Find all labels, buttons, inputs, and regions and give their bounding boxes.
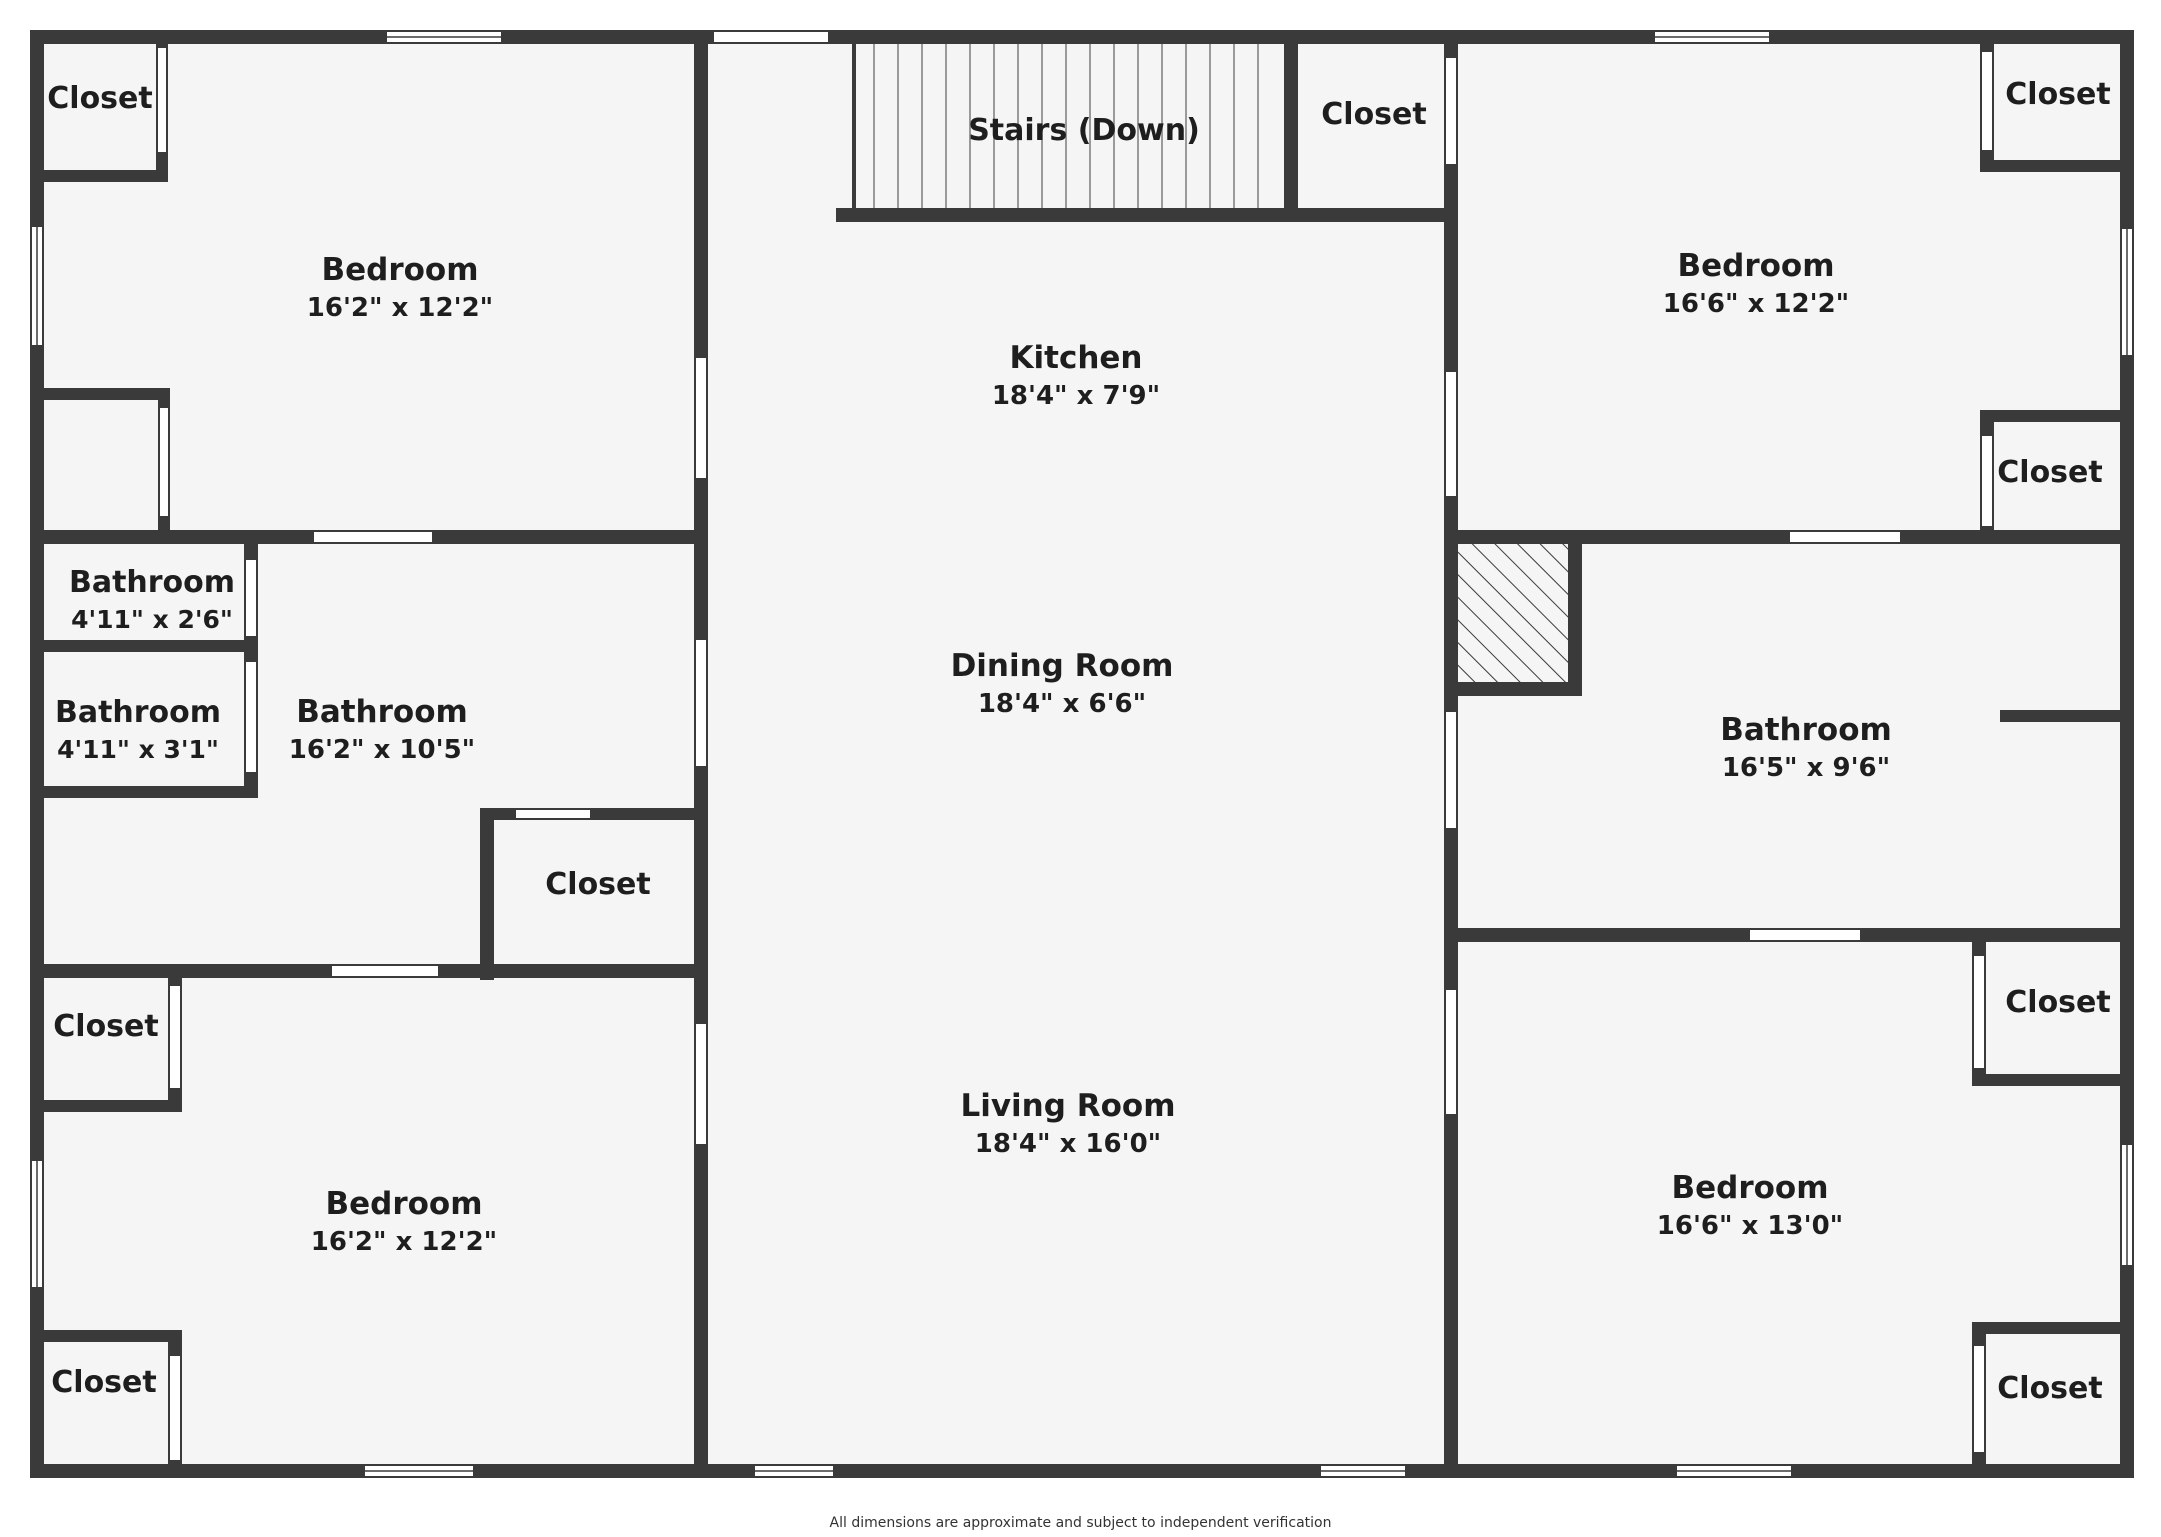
label-bedroom-br: Bedroom <box>1671 1170 1828 1206</box>
wall-bath-small-mid <box>30 640 258 652</box>
wall-closet-top-mid-side <box>1284 30 1298 220</box>
opening-left-main-1 <box>696 358 706 478</box>
wall-exterior-top <box>30 30 2134 44</box>
opening-bed-tr <box>1790 532 1900 542</box>
wall-nook-top <box>30 388 170 400</box>
label-dining: Dining Room <box>951 648 1174 684</box>
opening-left-main-3 <box>696 1024 706 1144</box>
floor-area <box>30 30 2130 1470</box>
opening-bath-left <box>332 966 438 976</box>
dims-living: 18'4" x 16'0" <box>975 1129 1161 1159</box>
opening-nook <box>160 408 168 516</box>
opening-closet-bl-top <box>170 986 180 1088</box>
label-bedroom-tr: Bedroom <box>1677 248 1834 284</box>
wall-closet-tr-bottom-top <box>1980 410 2134 422</box>
opening-left-main-2 <box>696 640 706 766</box>
dims-bedroom-br: 16'6" x 13'0" <box>1657 1211 1843 1241</box>
wall-closet-br-bottom-top <box>1972 1322 2134 1334</box>
label-closet-top-mid: Closet <box>1321 97 1426 132</box>
opening-top-entry <box>714 32 828 42</box>
label-living: Living Room <box>960 1088 1175 1124</box>
label-bath-small-1: Bathroom <box>69 565 235 600</box>
room-labels: Closet Bedroom 16'2" x 12'2" Bathroom 4'… <box>47 77 2110 1406</box>
wall-exterior-right <box>2120 30 2134 1478</box>
opening-right-main-2 <box>1446 712 1456 828</box>
label-closet-bl-top: Closet <box>53 1009 158 1044</box>
wall-bath-right-stub <box>2000 710 2134 722</box>
opening-bath-small-2 <box>246 662 256 772</box>
dims-bedroom-tr: 16'6" x 12'2" <box>1663 289 1849 319</box>
wall-chase-side <box>1568 530 1582 696</box>
dims-bath-left: 16'2" x 10'5" <box>289 735 475 765</box>
opening-closet-tr-top <box>1982 52 1992 150</box>
dims-bedroom-bl: 16'2" x 12'2" <box>311 1227 497 1257</box>
wall-closet-bl-top-bottom <box>30 1100 182 1112</box>
label-stairs: Stairs (Down) <box>968 113 1200 148</box>
dims-dining: 18'4" x 6'6" <box>978 689 1146 719</box>
label-closet-mid-left: Closet <box>545 867 650 902</box>
wall-closet-br-top-bottom <box>1972 1074 2134 1086</box>
label-closet-tr-top: Closet <box>2005 77 2110 112</box>
label-bath-small-2: Bathroom <box>55 695 221 730</box>
wall-stairs-bottom <box>836 208 1456 222</box>
wall-closet-ml-side <box>480 808 494 980</box>
label-bath-left: Bathroom <box>296 694 468 730</box>
door-openings <box>158 32 1992 1460</box>
label-bedroom-tl: Bedroom <box>321 252 478 288</box>
stair-treads <box>873 44 1259 208</box>
label-closet-bl-bottom: Closet <box>51 1365 156 1400</box>
dims-bath-small-1: 4'11" x 2'6" <box>71 605 233 634</box>
wall-bed-tr-bottom <box>1444 530 2134 544</box>
wall-closet-ml-top <box>480 808 708 820</box>
dims-bath-right: 16'5" x 9'6" <box>1722 753 1890 783</box>
label-bath-right: Bathroom <box>1720 712 1892 748</box>
wall-closet-tl-bottom <box>30 170 168 182</box>
label-closet-br-bottom: Closet <box>1997 1371 2102 1406</box>
disclaimer-text: All dimensions are approximate and subje… <box>829 1515 1332 1531</box>
hatched-chase <box>1458 544 1568 682</box>
label-closet-tr-bottom: Closet <box>1997 455 2102 490</box>
opening-closet-tl <box>158 48 166 152</box>
dims-bath-small-2: 4'11" x 3'1" <box>57 735 219 764</box>
opening-right-main-3 <box>1446 990 1456 1114</box>
opening-closet-br-bottom <box>1974 1346 1984 1452</box>
wall-closet-bl-bottom-top <box>30 1330 182 1342</box>
opening-right-main-1 <box>1446 372 1456 496</box>
opening-closet-top-mid <box>1446 58 1456 164</box>
opening-closet-bl-bottom <box>170 1356 180 1460</box>
wall-closet-tr-top-bottom <box>1980 160 2134 172</box>
wall-stairs-left <box>852 30 856 220</box>
opening-bath-right <box>1750 930 1860 940</box>
label-closet-br-top: Closet <box>2005 985 2110 1020</box>
label-bedroom-bl: Bedroom <box>325 1186 482 1222</box>
dims-kitchen: 18'4" x 7'9" <box>992 381 1160 411</box>
opening-bath-small-1 <box>246 560 256 636</box>
opening-bed-tl <box>314 532 432 542</box>
opening-closet-ml <box>516 810 590 818</box>
opening-closet-br-top <box>1974 956 1984 1068</box>
opening-closet-tr-bottom <box>1982 436 1992 526</box>
wall-exterior-bottom <box>30 1464 2134 1478</box>
wall-chase-bottom <box>1444 682 1582 696</box>
dims-bedroom-tl: 16'2" x 12'2" <box>307 293 493 323</box>
window-sills <box>36 36 2128 1472</box>
label-kitchen: Kitchen <box>1009 340 1142 376</box>
wall-bath-small-bottom <box>30 786 258 798</box>
label-closet-tl: Closet <box>47 81 152 116</box>
